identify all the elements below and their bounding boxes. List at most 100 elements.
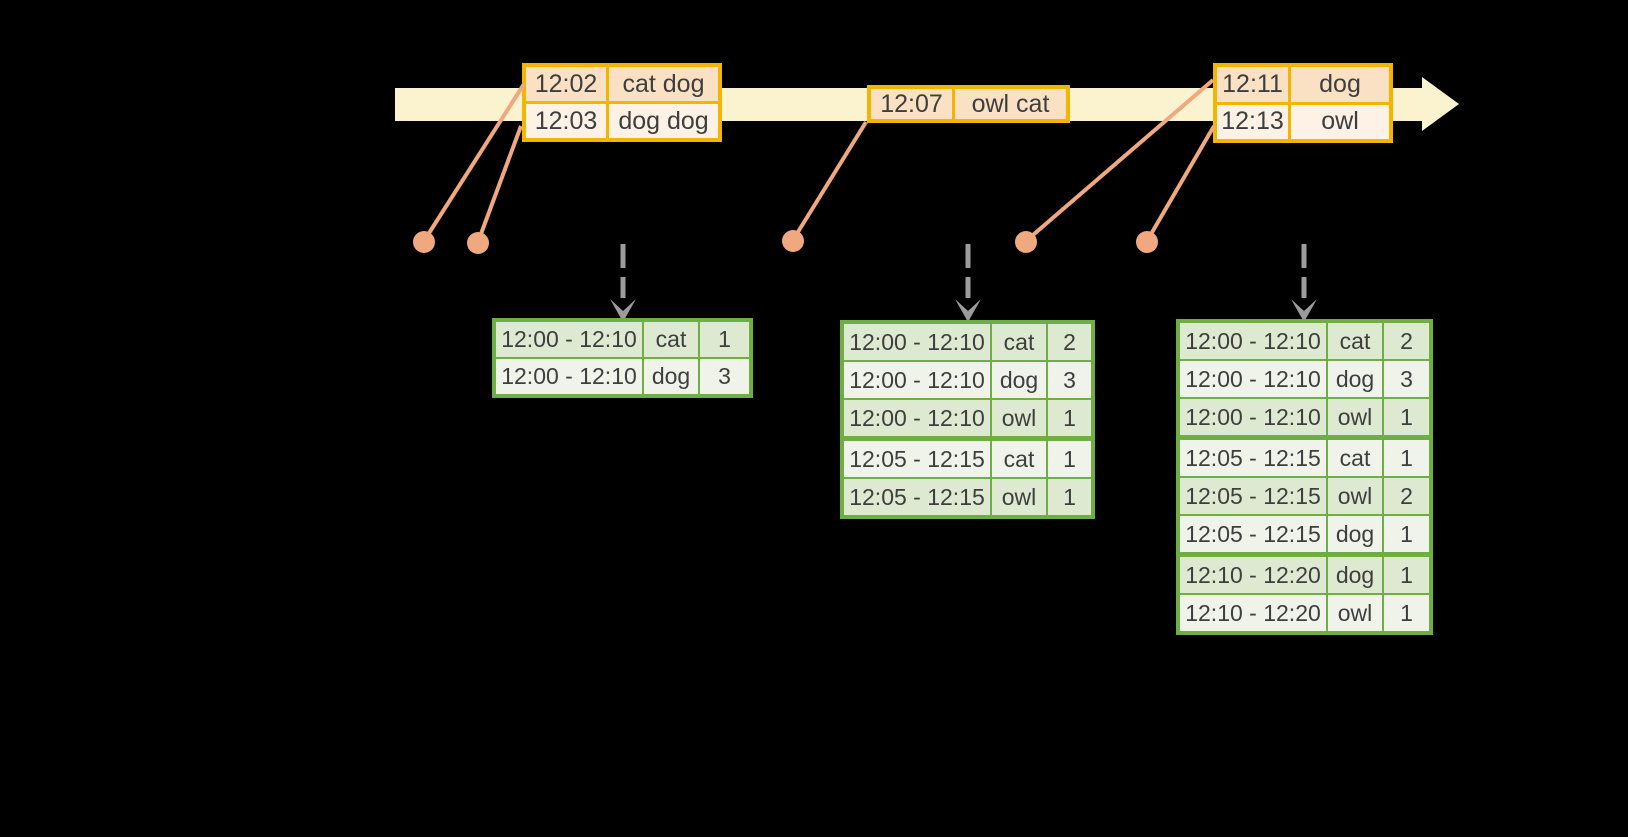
- timeline-arrowhead-icon: [1422, 77, 1459, 131]
- window-cell: 12:00 - 12:10: [1180, 361, 1328, 397]
- window-cell: 12:05 - 12:15: [1180, 440, 1328, 476]
- window-cell: 12:05 - 12:15: [844, 441, 992, 477]
- trigger-arrowheads: [610, 299, 1317, 322]
- event-row: 12:11 dog: [1217, 67, 1389, 102]
- word-cell: cat: [1328, 323, 1384, 359]
- event-words-cell: dog dog: [609, 104, 718, 138]
- result-row: 12:05 - 12:15 cat 1: [1180, 435, 1429, 476]
- event-dot: [1136, 231, 1158, 253]
- window-cell: 12:10 - 12:20: [1180, 595, 1328, 631]
- window-cell: 12:00 - 12:10: [844, 400, 992, 436]
- count-cell: 3: [1384, 361, 1429, 397]
- result-row: 12:10 - 12:20 dog 1: [1180, 552, 1429, 593]
- result-row: 12:00 - 12:10 owl 1: [844, 398, 1091, 436]
- word-cell: owl: [992, 479, 1048, 515]
- word-cell: cat: [992, 324, 1048, 360]
- count-cell: 1: [1384, 516, 1429, 552]
- window-cell: 12:00 - 12:10: [496, 359, 644, 394]
- word-cell: owl: [1328, 478, 1384, 514]
- window-cell: 12:00 - 12:10: [844, 362, 992, 398]
- word-cell: cat: [1328, 440, 1384, 476]
- event-table-3: 12:11 dog 12:13 owl: [1213, 63, 1393, 143]
- count-cell: 2: [1384, 478, 1429, 514]
- connector-line: [1024, 78, 1215, 243]
- trigger-arrowhead-icon: [1291, 299, 1317, 322]
- count-cell: 1: [1384, 399, 1429, 435]
- result-row: 12:00 - 12:10 owl 1: [1180, 397, 1429, 435]
- word-cell: dog: [992, 362, 1048, 398]
- event-time-cell: 12:03: [526, 104, 609, 138]
- window-cell: 12:00 - 12:10: [1180, 323, 1328, 359]
- count-cell: 1: [1384, 440, 1429, 476]
- event-time-cell: 12:02: [526, 67, 609, 101]
- event-dot: [1015, 231, 1037, 253]
- word-cell: owl: [1328, 399, 1384, 435]
- event-row: 12:13 owl: [1217, 101, 1389, 139]
- event-time-cell: 12:13: [1217, 104, 1291, 139]
- window-cell: 12:05 - 12:15: [1180, 478, 1328, 514]
- connector-line: [422, 82, 526, 243]
- result-row: 12:10 - 12:20 owl 1: [1180, 593, 1429, 631]
- event-row: 12:02 cat dog: [526, 67, 718, 101]
- result-row: 12:00 - 12:10 cat 1: [496, 322, 749, 357]
- count-cell: 1: [1048, 479, 1091, 515]
- word-cell: dog: [1328, 361, 1384, 397]
- window-cell: 12:10 - 12:20: [1180, 557, 1328, 593]
- connector-line: [791, 120, 868, 242]
- result-row: 12:05 - 12:15 dog 1: [1180, 514, 1429, 552]
- result-row: 12:05 - 12:15 owl 2: [1180, 476, 1429, 514]
- word-cell: owl: [1328, 595, 1384, 631]
- window-cell: 12:05 - 12:15: [844, 479, 992, 515]
- event-dot: [782, 230, 804, 252]
- word-cell: dog: [644, 359, 700, 394]
- count-cell: 1: [700, 322, 749, 357]
- result-row: 12:00 - 12:10 dog 3: [844, 360, 1091, 398]
- event-time-cell: 12:11: [1217, 67, 1291, 102]
- count-cell: 3: [700, 359, 749, 394]
- event-table-1: 12:02 cat dog 12:03 dog dog: [522, 63, 722, 142]
- count-cell: 2: [1384, 323, 1429, 359]
- window-cell: 12:00 - 12:10: [496, 322, 644, 357]
- word-cell: dog: [1328, 516, 1384, 552]
- result-row: 12:05 - 12:15 cat 1: [844, 436, 1091, 477]
- result-row: 12:00 - 12:10 cat 2: [844, 324, 1091, 360]
- event-dot: [467, 232, 489, 254]
- event-row: 12:07 owl cat: [871, 89, 1066, 119]
- result-row: 12:05 - 12:15 owl 1: [844, 477, 1091, 515]
- result-table-1: 12:00 - 12:10 cat 1 12:00 - 12:10 dog 3: [492, 318, 753, 398]
- event-time-cell: 12:07: [871, 89, 955, 119]
- connector-lines: [422, 78, 1216, 243]
- event-row: 12:03 dog dog: [526, 101, 718, 138]
- result-row: 12:00 - 12:10 dog 3: [1180, 359, 1429, 397]
- trigger-arrowhead-icon: [955, 299, 981, 322]
- window-cell: 12:05 - 12:15: [1180, 516, 1328, 552]
- word-cell: cat: [644, 322, 700, 357]
- count-cell: 3: [1048, 362, 1091, 398]
- count-cell: 1: [1048, 441, 1091, 477]
- word-cell: dog: [1328, 557, 1384, 593]
- event-dot: [413, 231, 435, 253]
- event-words-cell: owl cat: [955, 89, 1066, 119]
- connector-line: [1145, 124, 1216, 243]
- result-row: 12:00 - 12:10 cat 2: [1180, 323, 1429, 359]
- word-cell: owl: [992, 400, 1048, 436]
- window-cell: 12:00 - 12:10: [1180, 399, 1328, 435]
- word-cell: cat: [992, 441, 1048, 477]
- count-cell: 1: [1048, 400, 1091, 436]
- event-words-cell: dog: [1291, 67, 1389, 102]
- count-cell: 1: [1384, 557, 1429, 593]
- connector-line: [476, 125, 523, 243]
- trigger-arrows: [620, 244, 1307, 298]
- trigger-arrowhead-icon: [610, 299, 636, 322]
- result-table-2: 12:00 - 12:10 cat 2 12:00 - 12:10 dog 3 …: [840, 320, 1095, 519]
- window-cell: 12:00 - 12:10: [844, 324, 992, 360]
- event-words-cell: owl: [1291, 104, 1389, 139]
- result-row: 12:00 - 12:10 dog 3: [496, 357, 749, 394]
- count-cell: 1: [1384, 595, 1429, 631]
- count-cell: 2: [1048, 324, 1091, 360]
- result-table-3: 12:00 - 12:10 cat 2 12:00 - 12:10 dog 3 …: [1176, 319, 1433, 635]
- event-table-2: 12:07 owl cat: [867, 85, 1070, 123]
- event-words-cell: cat dog: [609, 67, 718, 101]
